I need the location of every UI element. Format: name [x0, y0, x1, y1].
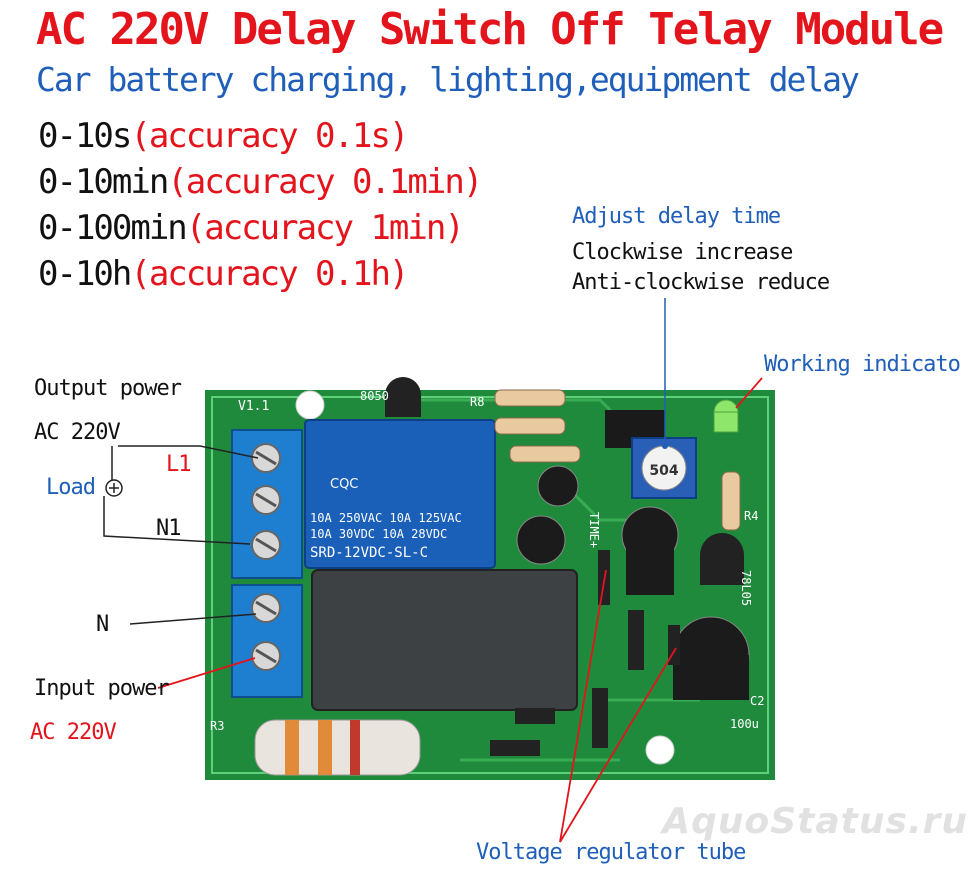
- pcb-c2-label: C2: [750, 694, 764, 708]
- range-row-2: 0-10min(accuracy 0.1min): [38, 162, 483, 202]
- input-ac-label: AC 220V: [30, 720, 117, 745]
- working-indicator-label: Working indicato: [764, 352, 961, 377]
- output-ac-label: AC 220V: [34, 420, 121, 445]
- regulator-arrow-2: [559, 647, 677, 843]
- voltage-regulator-label: Voltage regulator tube: [476, 840, 746, 865]
- pcb-r8-label: R8: [470, 395, 484, 409]
- pcb-r3-label: R3: [210, 719, 224, 733]
- range-row-3: 0-100min(accuracy 1min): [38, 208, 465, 248]
- wire-n1: [103, 496, 251, 545]
- mount-hole: [645, 735, 675, 765]
- transistor: [385, 377, 421, 417]
- input-power-arrow: [157, 657, 256, 689]
- output-power-label: Output power: [34, 376, 182, 401]
- relay-model: SRD-12VDC-SL-C: [310, 545, 428, 561]
- range-accuracy: (accuracy 0.1h): [130, 254, 409, 294]
- input-power-label: Input power: [34, 676, 170, 701]
- range-accuracy: (accuracy 0.1min): [167, 162, 483, 202]
- range-value: 0-10s: [38, 116, 132, 156]
- page-title: AC 220V Delay Switch Off Telay Module: [36, 4, 944, 55]
- electrolytic-capacitors: [516, 465, 750, 700]
- range-accuracy: (accuracy 1min): [185, 208, 465, 248]
- range-value: 0-100min: [38, 208, 188, 248]
- n1-label: N1: [156, 516, 181, 541]
- load-label: Load: [46, 475, 96, 500]
- wire-n: [129, 613, 257, 625]
- relay-rating-2: 10A 30VDC 10A 28VDC: [310, 527, 447, 541]
- range-row-1: 0-10s(accuracy 0.1s): [38, 116, 409, 156]
- pcb-regulator-label: 78L05: [739, 570, 753, 606]
- adjust-anticlockwise: Anti-clockwise reduce: [572, 270, 830, 295]
- relay: [304, 419, 496, 569]
- pcb-r4-label: R4: [744, 509, 758, 523]
- relay-brand: CQC: [330, 477, 358, 492]
- adjust-title: Adjust delay time: [572, 204, 781, 229]
- diodes: [490, 550, 680, 756]
- range-value: 0-10h: [38, 254, 132, 294]
- pcb-transistor-label: 8050: [360, 389, 389, 403]
- small-resistors: [494, 389, 741, 531]
- mount-hole: [295, 390, 325, 420]
- range-row-4: 0-10h(accuracy 0.1h): [38, 254, 409, 294]
- range-accuracy: (accuracy 0.1s): [130, 116, 409, 156]
- pcb-time-label: TIME+: [587, 512, 601, 548]
- wire-l1: [118, 445, 259, 459]
- adjust-clockwise: Clockwise increase: [572, 240, 793, 265]
- relay-rating-1: 10A 250VAC 10A 125VAC: [310, 511, 462, 525]
- page-subtitle: Car battery charging, lighting,equipment…: [36, 60, 860, 99]
- pcb-cap-label: 100u: [730, 717, 759, 731]
- regulator-arrow-1: [559, 569, 607, 843]
- regulator: [700, 533, 744, 585]
- indicator-arrow: [735, 377, 763, 409]
- power-resistor: [254, 719, 421, 776]
- pcb-version: V1.1: [238, 399, 269, 414]
- pot-value: 504: [649, 463, 678, 479]
- l1-label: L1: [166, 452, 191, 477]
- range-value: 0-10min: [38, 162, 169, 202]
- capacitor-box: [311, 569, 578, 711]
- n-label: N: [96, 612, 109, 637]
- watermark: AquoStatus.ru: [662, 801, 968, 842]
